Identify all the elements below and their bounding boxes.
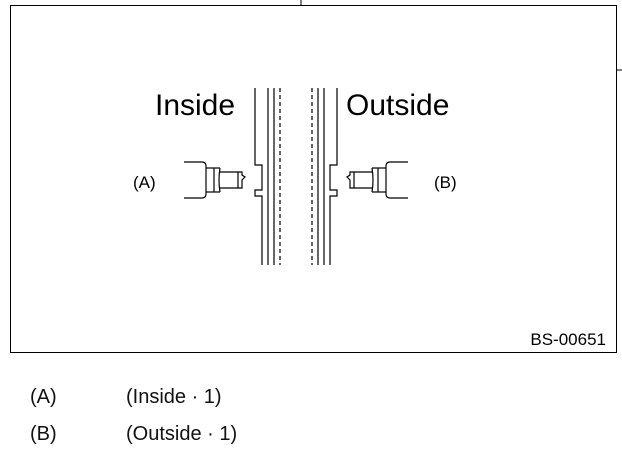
figure-code: BS-00651	[530, 330, 606, 349]
legend-key-b: (B)	[30, 423, 57, 445]
label-outside: Outside	[346, 89, 449, 122]
outer-panel	[311, 88, 338, 265]
label-b: (B)	[434, 173, 457, 192]
part-a-shape	[184, 161, 246, 199]
part-b-shape	[346, 161, 408, 199]
legend-desc-b: (Outside · 1)	[126, 423, 238, 445]
legend-key-a: (A)	[30, 386, 57, 408]
label-inside: Inside	[155, 89, 235, 122]
figure-frame	[10, 5, 617, 353]
label-a: (A)	[133, 173, 156, 192]
inner-panel	[254, 88, 281, 265]
legend-desc-a: (Inside · 1)	[126, 386, 222, 408]
